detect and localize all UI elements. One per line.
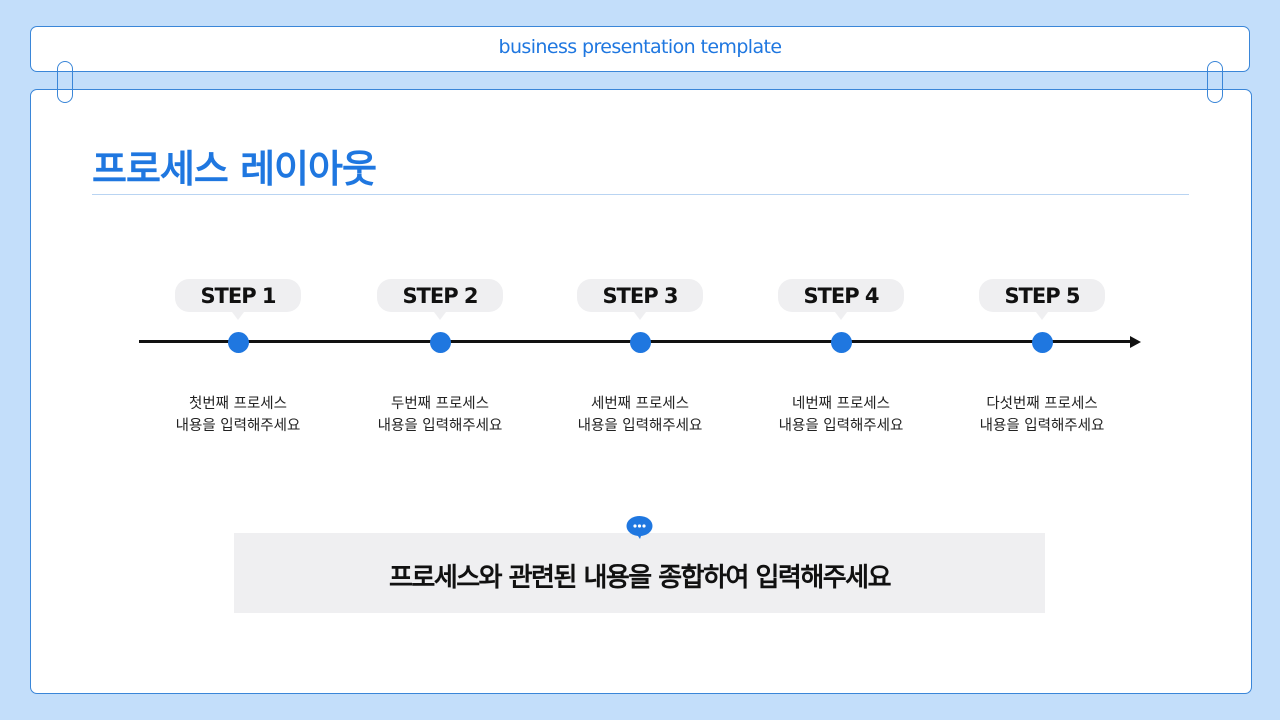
step-desc-line2: 내용을 입력해주세요 — [577, 418, 703, 434]
step-desc-line2: 내용을 입력해주세요 — [979, 418, 1105, 434]
step-desc-line2: 내용을 입력해주세요 — [377, 418, 503, 434]
step-dot-icon — [630, 332, 651, 353]
step-description: 다섯번째 프로세스 내용을 입력해주세요 — [942, 393, 1142, 437]
step-desc-line1: 두번째 프로세스 — [391, 396, 489, 412]
step-4: STEP 4 네번째 프로세스 내용을 입력해주세요 — [741, 279, 941, 434]
step-dot-icon — [831, 332, 852, 353]
step-badge: STEP 1 — [175, 279, 301, 320]
step-dot-icon — [1032, 332, 1053, 353]
timeline-arrow-icon — [1130, 336, 1141, 348]
step-3: STEP 3 세번째 프로세스 내용을 입력해주세요 — [540, 279, 740, 434]
summary-text: 프로세스와 관련된 내용을 종합하여 입력해주세요 — [388, 563, 892, 593]
step-description: 첫번째 프로세스 내용을 입력해주세요 — [138, 393, 338, 437]
chat-bubble-icon — [626, 516, 653, 539]
step-description: 네번째 프로세스 내용을 입력해주세요 — [741, 393, 941, 437]
step-2: STEP 2 두번째 프로세스 내용을 입력해주세요 — [340, 279, 540, 434]
header-title: business presentation template — [498, 36, 783, 58]
step-badge: STEP 3 — [577, 279, 703, 320]
step-desc-line1: 네번째 프로세스 — [792, 396, 890, 412]
step-5: STEP 5 다섯번째 프로세스 내용을 입력해주세요 — [942, 279, 1142, 434]
step-description: 세번째 프로세스 내용을 입력해주세요 — [540, 393, 740, 437]
step-1: STEP 1 첫번째 프로세스 내용을 입력해주세요 — [138, 279, 338, 434]
step-badge: STEP 4 — [778, 279, 904, 320]
summary-box: 프로세스와 관련된 내용을 종합하여 입력해주세요 — [234, 533, 1045, 613]
binder-clip-right-icon — [1207, 61, 1223, 103]
step-desc-line1: 첫번째 프로세스 — [189, 396, 287, 412]
header-bar: business presentation template — [30, 26, 1250, 72]
step-desc-line1: 세번째 프로세스 — [591, 396, 689, 412]
step-badge: STEP 5 — [979, 279, 1105, 320]
title-divider — [92, 194, 1189, 195]
page-title: 프로세스 레이아웃 — [92, 147, 377, 191]
binder-clip-left-icon — [57, 61, 73, 103]
step-badge: STEP 2 — [377, 279, 503, 320]
step-desc-line1: 다섯번째 프로세스 — [986, 396, 1098, 412]
step-description: 두번째 프로세스 내용을 입력해주세요 — [340, 393, 540, 437]
step-desc-line2: 내용을 입력해주세요 — [175, 418, 301, 434]
step-dot-icon — [430, 332, 451, 353]
step-desc-line2: 내용을 입력해주세요 — [778, 418, 904, 434]
step-dot-icon — [228, 332, 249, 353]
